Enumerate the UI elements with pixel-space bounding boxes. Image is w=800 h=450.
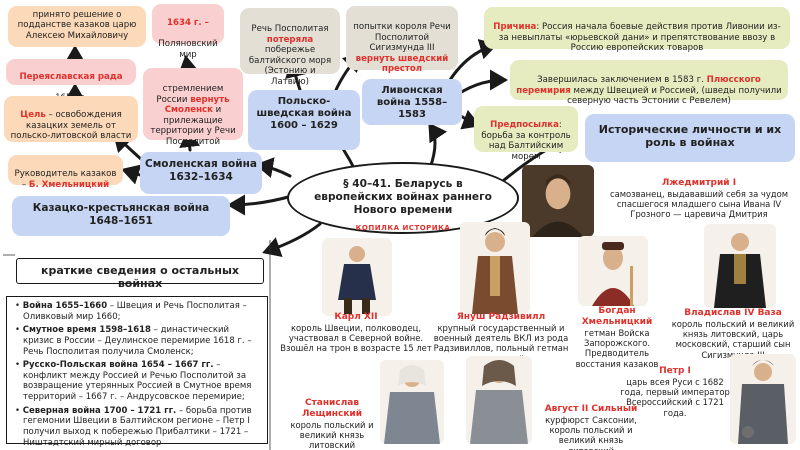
person-name-peter-i: Петр I <box>659 366 691 376</box>
caption-peter-i: Петр I царь всея Руси с 1682 года, первы… <box>616 366 734 418</box>
portrait-wladyslaw-iv <box>704 224 776 308</box>
attempt-red: вернуть шведский престол <box>355 53 449 75</box>
note-livonian-premise: Предпосылка: борьба за контроль над Балт… <box>474 106 578 162</box>
node-historical-figures: Исторические личности и их роль в войнах <box>585 114 795 162</box>
portrait-bogdan-khmelnitsky <box>578 236 648 306</box>
subtitle: КОПИЛКА ИСТОРИКА <box>355 223 451 232</box>
caption-augustus-ii: Август II Сильный курфюрст Саксонии, кор… <box>536 404 646 450</box>
arrow-to-livonian <box>428 122 448 170</box>
end-text-2: между Швецией и Россией, (шведы получили… <box>567 85 782 107</box>
premise-text: : борьба за контроль над Балтийским море… <box>481 120 571 162</box>
portrait-charles-xii <box>322 238 392 316</box>
person-name-charles-xii: Карл XII <box>334 312 378 322</box>
bullet-icon: • <box>15 360 23 371</box>
person-name-wladyslaw-iv: Владислав IV Ваза <box>684 308 782 318</box>
person-name-augustus-ii: Август II Сильный <box>544 404 638 414</box>
other-war-item: • Северная война 1700 – 1721 гг. – борьб… <box>15 406 261 449</box>
lost-text-1: Речь Посполитая <box>251 24 329 35</box>
person-name-janusz-radziwill: Януш Радзивилл <box>456 312 546 322</box>
other-war-title: Смутное время 1598–1618 <box>22 325 151 336</box>
leader-name: Б. Хмельницкий <box>28 179 110 190</box>
person-name-stanislaw-leszczynski: Станислав Лещинский <box>301 398 363 419</box>
note-lost-coast: Речь Посполитая потеряла побережье балти… <box>240 8 340 87</box>
lost-text-2: побережье балтийского моря (Эстонию и Ла… <box>248 45 332 87</box>
arrow-to-others <box>262 222 322 258</box>
person-name-false-dmitry: Лжедмитрий I <box>661 178 737 188</box>
other-war-title: Русско-Польская война 1654 – 1667 гг. <box>22 360 214 371</box>
person-desc-charles-xii: король Швеции, полководец, участвовал в … <box>280 322 432 354</box>
other-war-item: • Война 1655–1660 – Швеция и Речь Поспол… <box>15 301 261 322</box>
arrow-to-leader <box>121 164 142 185</box>
other-war-title: Война 1655–1660 <box>22 301 108 311</box>
note-leader: Руководитель казаков – Б. Хмельницкий <box>8 155 123 190</box>
goal-label: Цель <box>20 110 46 121</box>
portrait-peter-i <box>730 354 796 444</box>
person-desc-false-dmitry: самозванец, выдававший себя за чудом спа… <box>609 188 789 220</box>
person-desc-peter-i: царь всея Руси с 1682 года, первый импер… <box>620 376 730 418</box>
note-livonian-cause: Причина: Россия начала боевые действия п… <box>484 7 790 53</box>
note-goal: Цель – освобождения казацких земель от п… <box>4 96 138 142</box>
node-livonian-war: Ливонская война 1558–1583 <box>362 79 462 125</box>
other-wars-list: • Война 1655–1660 – Швеция и Речь Поспол… <box>6 296 268 448</box>
polyanovsky-year: 1634 г. – <box>167 18 209 29</box>
note-livonian-end: Завершилась заключением в 1583 г. Плюсск… <box>510 60 788 106</box>
bullet-icon: • <box>15 405 23 416</box>
lost-red: потеряла <box>266 34 314 45</box>
note-decision: принято решение о подданстве казаков цар… <box>8 6 146 47</box>
person-name-bogdan-khmelnitsky: Богдан Хмельницкий <box>581 306 653 327</box>
caption-bogdan-khmelnitsky: Богдан Хмельницкий гетман Войска Запорож… <box>566 306 668 369</box>
polyanovsky-text: Поляновский мир <box>158 39 218 60</box>
arrow-to-cossack <box>227 194 294 216</box>
node-smolensk-war: Смоленская война 1632–1634 <box>140 152 262 194</box>
person-desc-augustus-ii: курфюрст Саксонии, король польский и вел… <box>545 414 637 450</box>
portrait-false-dmitry <box>522 165 594 237</box>
note-smolensk-aim: стремлением России вернуть Смоленск и пр… <box>143 68 243 147</box>
note-pereyaslav: Переяславская рада 1654 г. <box>6 59 136 103</box>
arrow-to-smolensk <box>255 157 292 178</box>
aim-text-2: и прилежащие территории у Речи Посполито… <box>150 105 236 147</box>
other-war-text: – Швеция и Речь Посполитая – Оливковый м… <box>23 301 247 322</box>
caption-wladyslaw-iv: Владислав IV Ваза король польский и вели… <box>668 308 798 360</box>
other-war-title: Северная война 1700 – 1721 гг. <box>22 405 177 416</box>
other-war-text: – династический кризис в России – Деулин… <box>23 325 252 357</box>
portrait-stanislaw-leszczynski <box>380 360 444 444</box>
other-war-text: – борьба против гегемонии Швеции в Балти… <box>23 405 252 448</box>
note-sigismund-attempt: попытки короля Речи Посполитой Сигизмунд… <box>346 6 458 74</box>
goal-text: – освобождения казацких земель от польск… <box>10 110 132 142</box>
cause-label: Причина <box>493 22 537 33</box>
node-polish-swedish-war: Польско-шведская война 1600 – 1629 <box>248 90 360 150</box>
person-desc-stanislaw-leszczynski: король польский и великий князь литовски… <box>290 419 374 450</box>
caption-stanislaw-leszczynski: Станислав Лещинский король польский и ве… <box>282 398 382 450</box>
premise-label: Предпосылка <box>490 120 559 131</box>
attempt-text: попытки короля Речи Посполитой Сигизмунд… <box>353 22 451 54</box>
person-desc-bogdan-khmelnitsky: гетман Войска Запорожского. Предводитель… <box>575 327 659 369</box>
main-title: § 40–41. Беларусь в европейских войнах р… <box>314 178 492 217</box>
end-red: Плюсского перемирия <box>516 75 761 96</box>
pereyaslav-title: Переяславская рада <box>19 72 123 83</box>
portrait-janusz-radziwill <box>460 222 530 314</box>
caption-charles-xii: Карл XII король Швеции, полководец, учас… <box>280 312 432 354</box>
aim-red: вернуть Смоленск <box>164 94 230 116</box>
portrait-augustus-ii <box>466 356 532 444</box>
node-cossack-war: Казацко-крестьянская война 1648–1651 <box>12 196 230 236</box>
other-war-item: • Русско-Польская война 1654 – 1667 гг. … <box>15 360 261 403</box>
other-wars-header: краткие сведения о остальных войнах <box>16 258 264 290</box>
other-war-item: • Смутное время 1598–1618 – династически… <box>15 325 261 357</box>
cause-text: : Россия начала боевые действия против Л… <box>498 22 781 54</box>
end-text-1: Завершилась заключением в 1583 г. <box>537 75 707 86</box>
bullet-icon: • <box>15 325 23 336</box>
caption-false-dmitry: Лжедмитрий I самозванец, выдававший себя… <box>604 178 794 220</box>
note-polyanovsky: 1634 г. – Поляновский мир <box>152 4 224 60</box>
leader-text: Руководитель казаков – <box>14 169 117 190</box>
bullet-icon: • <box>15 301 23 311</box>
aim-text-1: стремлением России <box>156 84 224 105</box>
other-war-text: – конфликт между Россией и Речью Посполи… <box>23 360 252 402</box>
